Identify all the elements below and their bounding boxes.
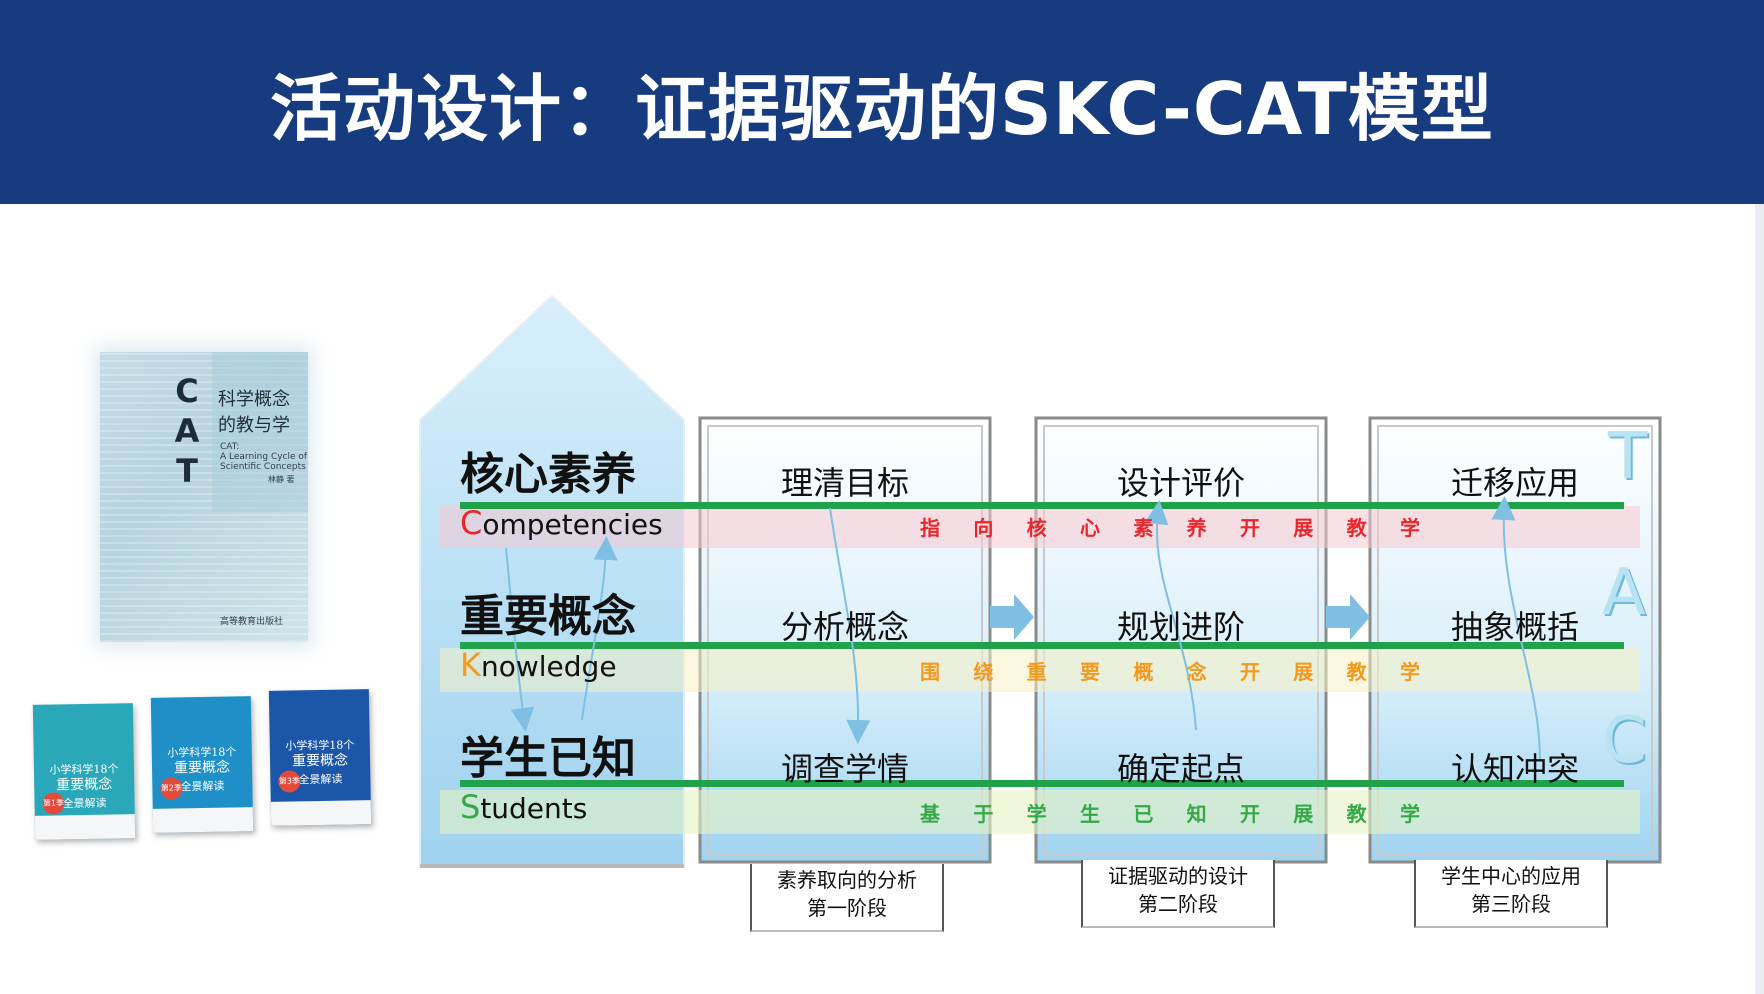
tac-letter-t: T <box>1608 420 1648 494</box>
stage-box-2 <box>1034 416 1328 864</box>
header-bar <box>0 0 1764 204</box>
band-char: 生 <box>1079 802 1100 826</box>
phase-line: 素养取向的分析 <box>777 868 917 892</box>
band-students <box>440 790 1640 834</box>
band-char: 教 <box>1346 802 1367 826</box>
flow-arrow-right <box>1326 594 1370 640</box>
band-char: 学 <box>1399 516 1420 540</box>
stage-box-1 <box>698 416 992 864</box>
band-char: 教 <box>1346 660 1367 684</box>
phase-line: 证据驱动的设计 <box>1108 864 1248 888</box>
band-char: 开 <box>1239 516 1260 540</box>
tac-letter-a: A <box>1602 556 1646 630</box>
band-char: 指 <box>920 516 940 540</box>
book-subtitle-line: A Learning Cycle of <box>220 452 308 462</box>
book-author: 林静 著 <box>268 475 295 484</box>
band-char: 核 <box>1026 516 1047 540</box>
tac-letter-c: C <box>1602 704 1647 778</box>
green-line-2 <box>460 642 1624 649</box>
book-spine-letter: C <box>175 372 199 410</box>
stage3-up-arrow <box>1491 496 1541 761</box>
band-char: 学 <box>1026 802 1047 826</box>
stage-cell: 分析概念 <box>780 608 909 646</box>
band-knowledge <box>440 648 1640 692</box>
book-title-line: 科学概念 <box>218 389 290 410</box>
house-down-arrow <box>505 547 535 732</box>
band-char: 展 <box>1293 660 1314 684</box>
band-char: 学 <box>1399 660 1420 684</box>
flow-arrow-right <box>990 594 1034 640</box>
green-line-1 <box>460 502 1624 509</box>
stage-cell: 规划进阶 <box>1116 608 1245 646</box>
band-competencies <box>440 506 1640 548</box>
house-up-arrow <box>581 536 618 721</box>
band-char: 学 <box>1399 802 1420 826</box>
band-char: 已 <box>1133 802 1154 826</box>
book-spine-letter: A <box>174 412 200 450</box>
band-char: 养 <box>1186 516 1207 540</box>
phase-line: 学生中心的应用 <box>1441 864 1581 888</box>
band-char: 基 <box>920 802 940 826</box>
row-label-knowledge-cn: 重要概念 <box>460 591 636 642</box>
stage-cell: 认知冲突 <box>1450 750 1579 788</box>
band-char: 围 <box>920 660 940 684</box>
page-title: 活动设计：证据驱动的SKC-CAT模型 <box>270 66 1494 151</box>
stage-box-3 <box>1368 416 1662 864</box>
book-spine-letter: T <box>176 452 198 490</box>
band-char: 素 <box>1133 516 1154 540</box>
band-char: 知 <box>1186 802 1207 826</box>
book-subtitle: CAT: A Learning Cycle of Scientific Conc… <box>220 442 307 472</box>
stage-cell: 理清目标 <box>780 464 909 502</box>
book-title-line: 的教与学 <box>218 415 290 436</box>
band-char: 要 <box>1079 660 1100 684</box>
row-initial: C <box>460 504 483 542</box>
band-text-competencies: 指 向 核 心 素 养 开 展 教 学 <box>920 512 1420 541</box>
row-label-students-cn: 学生已知 <box>460 733 636 784</box>
phase-line: 第一阶段 <box>807 896 887 920</box>
phase-line: 第二阶段 <box>1138 892 1218 916</box>
slide-edge <box>1755 204 1764 994</box>
row-label-competencies-cn: 核心素养 <box>460 449 636 500</box>
row-initial: K <box>460 646 481 684</box>
book-subtitle-line: Scientific Concepts <box>220 462 306 472</box>
band-char: 教 <box>1346 516 1367 540</box>
row-initial: S <box>460 788 481 826</box>
band-char: 心 <box>1079 516 1100 540</box>
green-line-3 <box>460 780 1624 787</box>
phase-box-1: 素养取向的分析 第一阶段 <box>750 864 944 932</box>
book-publisher: 高等教育出版社 <box>220 617 284 627</box>
stage-cell: 设计评价 <box>1116 464 1245 502</box>
row-en-rest: tudents <box>480 792 588 825</box>
band-char: 概 <box>1133 660 1154 684</box>
stage1-down-arrow <box>829 507 871 744</box>
stage-cell: 抽象概括 <box>1450 608 1579 646</box>
band-char: 展 <box>1293 802 1314 826</box>
band-char: 向 <box>973 516 994 540</box>
row-label-competencies-en: Competencies <box>460 504 663 542</box>
band-text-knowledge: 围 绕 重 要 概 念 开 展 教 学 <box>920 656 1420 685</box>
band-char: 重 <box>1026 660 1047 684</box>
book-cover-cat: C A T 科学概念 的教与学 CAT: A Learning Cycle of… <box>100 352 308 642</box>
row-en-rest: ompetencies <box>482 508 663 541</box>
book-cover-panel <box>212 352 308 512</box>
phase-box-2: 证据驱动的设计 第二阶段 <box>1081 860 1275 928</box>
stage-cell: 确定起点 <box>1116 750 1245 788</box>
stage-cell: 调查学情 <box>780 750 909 788</box>
row-label-students-en: Students <box>460 788 587 826</box>
band-char: 展 <box>1293 516 1314 540</box>
band-char: 念 <box>1186 660 1207 684</box>
band-char: 开 <box>1239 660 1260 684</box>
band-char: 开 <box>1239 802 1260 826</box>
book-subtitle-line: CAT: <box>220 442 240 452</box>
band-text-students: 基 于 学 生 已 知 开 展 教 学 <box>920 798 1420 827</box>
row-en-rest: nowledge <box>480 650 617 683</box>
phase-box-3: 学生中心的应用 第三阶段 <box>1414 860 1608 928</box>
stage2-up-arrow <box>1144 500 1197 731</box>
band-char: 于 <box>973 802 994 826</box>
phase-line: 第三阶段 <box>1471 892 1551 916</box>
row-label-knowledge-en: Knowledge <box>460 646 617 684</box>
band-char: 绕 <box>973 660 994 684</box>
stage-cell: 迁移应用 <box>1450 464 1579 502</box>
